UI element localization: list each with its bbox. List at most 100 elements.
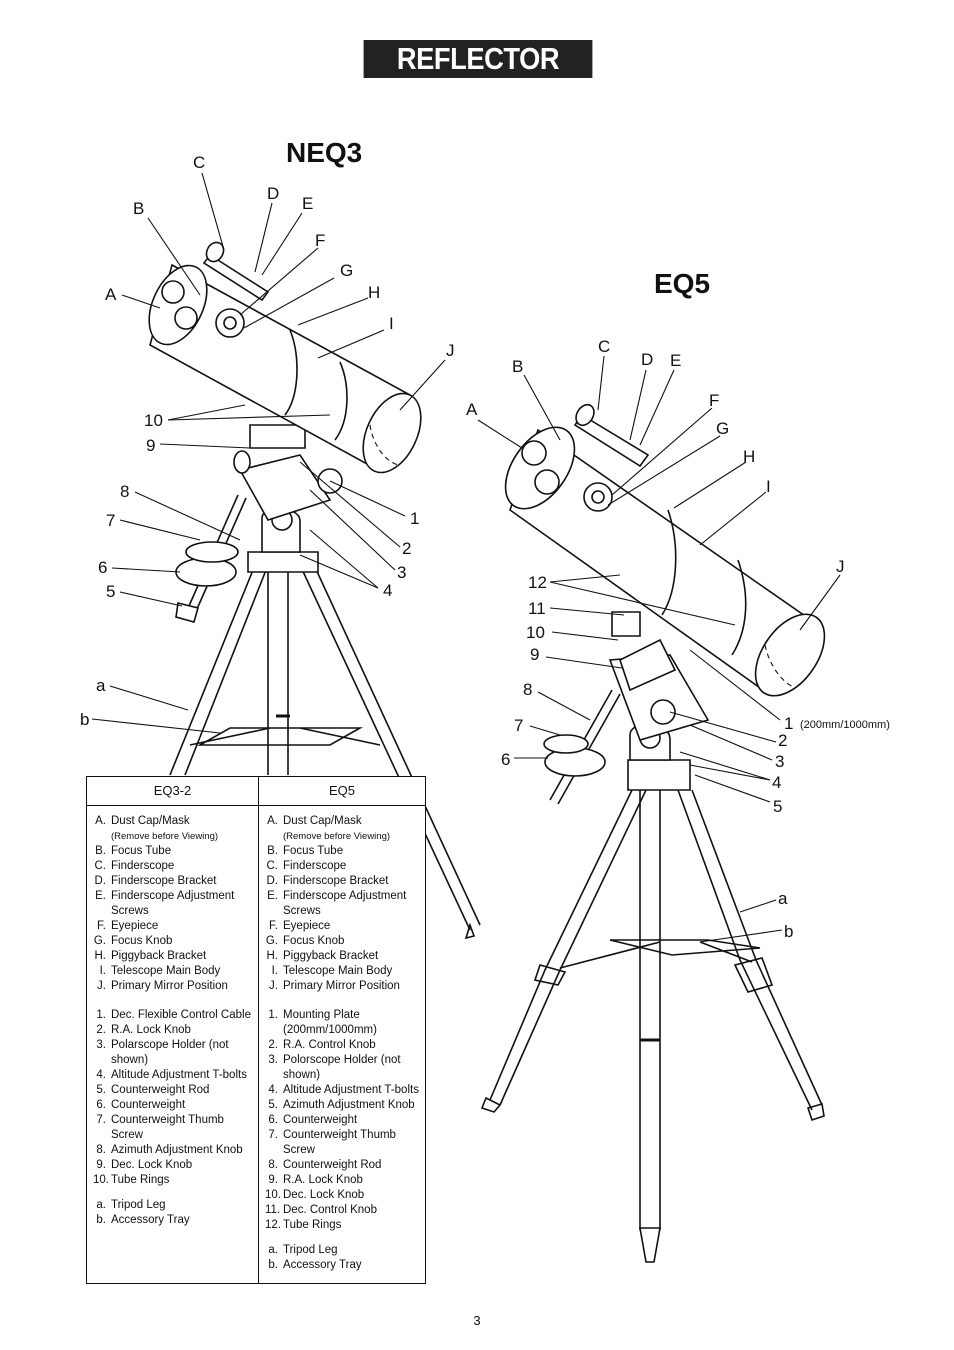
legend-item-label: Mounting Plate (200mm/1000mm) bbox=[283, 1009, 377, 1036]
legend-item: 5. Counterweight Rod bbox=[93, 1083, 254, 1098]
legend-item: 9.Dec. Lock Knob bbox=[93, 1158, 254, 1173]
legend-item-text: Finderscope Adjustment Screws bbox=[111, 889, 254, 919]
legend-item: A.Dust Cap/Mask(Remove before Viewing) bbox=[265, 814, 421, 844]
legend-column-eq5: EQ5 A.Dust Cap/Mask(Remove before Viewin… bbox=[259, 777, 425, 1283]
legend-letters-eq3-2: A.Dust Cap/Mask(Remove before Viewing)B.… bbox=[87, 814, 258, 994]
legend-item-key: 5. bbox=[96, 1084, 106, 1096]
legend-item-key: 3. bbox=[96, 1039, 106, 1051]
legend-item-text: Piggyback Bracket bbox=[283, 949, 421, 964]
legend-item-label: Dec. Lock Knob bbox=[111, 1159, 193, 1171]
legend-item-label: Focus Tube bbox=[283, 845, 344, 857]
legend-item-key: 10. bbox=[93, 1174, 109, 1186]
neq3-callout-3: 3 bbox=[397, 563, 406, 582]
legend-item-key: I. bbox=[271, 965, 278, 977]
legend-item-key: b. bbox=[96, 1214, 106, 1226]
legend-item-key: A. bbox=[267, 815, 278, 827]
legend-item-label: Dust Cap/Mask bbox=[283, 815, 362, 827]
legend-item-key: 2. bbox=[268, 1039, 278, 1051]
legend-item-key: 5. bbox=[268, 1099, 278, 1111]
legend-header-eq5: EQ5 bbox=[259, 777, 425, 806]
eq5-telescope-drawing bbox=[480, 403, 826, 1263]
legend-item: 6.Counterweight bbox=[265, 1113, 421, 1128]
neq3-callout-6: 6 bbox=[98, 558, 107, 577]
eq5-callout-3: 3 bbox=[775, 752, 784, 771]
legend-item-key: 12. bbox=[265, 1219, 281, 1231]
legend-item: 3.Polorscope Holder (not shown) bbox=[265, 1053, 421, 1083]
legend-item: D. Finderscope Bracket bbox=[265, 874, 421, 889]
legend-item-key: H. bbox=[266, 950, 279, 962]
legend-item-text: Counterweight Thumb Screw bbox=[111, 1113, 254, 1143]
legend-item-key: B. bbox=[95, 845, 106, 857]
legend-item-text: Telescope Main Body bbox=[283, 964, 421, 979]
legend-item-label: Altitude Adjustment T-bolts bbox=[111, 1069, 247, 1081]
legend-item-text: Counterweight Thumb Screw bbox=[283, 1128, 421, 1158]
legend-item-label: Primary Mirror Position bbox=[283, 980, 400, 992]
legend-item: a. Tripod Leg bbox=[265, 1243, 421, 1258]
legend-item-label: Eyepiece bbox=[283, 920, 331, 932]
legend-item-text: Azimuth Adjustment Knob bbox=[111, 1143, 254, 1158]
legend-item-key: A. bbox=[95, 815, 106, 827]
legend-item: 1.Dec. Flexible Control Cable bbox=[93, 1008, 254, 1023]
eq5-callout-11: 11 bbox=[528, 599, 546, 618]
legend-item-label: Dec. Control Knob bbox=[283, 1204, 377, 1216]
legend-item-text: Counterweight bbox=[111, 1098, 254, 1113]
eq5-callout-1-note: (200mm/1000mm) bbox=[800, 719, 890, 731]
legend-item: b.Accessory Tray bbox=[93, 1213, 254, 1228]
legend-column-eq3-2: EQ3-2 A.Dust Cap/Mask(Remove before View… bbox=[87, 777, 259, 1283]
neq3-callout-5: 5 bbox=[106, 582, 115, 601]
legend-item-text: Counterweight bbox=[283, 1113, 421, 1128]
legend-item: F.Eyepiece bbox=[265, 919, 421, 934]
legend-item-label: Counterweight bbox=[111, 1099, 186, 1111]
legend-item-key: D. bbox=[94, 875, 107, 887]
legend-item-text: Finderscope Bracket bbox=[283, 874, 421, 889]
legend-item-label: Telescope Main Body bbox=[283, 965, 393, 977]
eq5-callout-F: F bbox=[709, 391, 719, 410]
legend-item-text: Tube Rings bbox=[111, 1173, 254, 1188]
legend-item-label: Focus Tube bbox=[111, 845, 172, 857]
legend-item: J.Primary Mirror Position bbox=[265, 979, 421, 994]
legend-item-key: G. bbox=[265, 935, 278, 947]
legend-item-label: Dust Cap/Mask bbox=[111, 815, 190, 827]
legend-item-key: E. bbox=[267, 890, 278, 902]
legend-item-text: Dec. Flexible Control Cable bbox=[111, 1008, 254, 1023]
legend-item-text: Tripod Leg bbox=[283, 1243, 421, 1258]
eq5-title: EQ5 bbox=[654, 268, 711, 299]
legend-item-key: 7. bbox=[96, 1114, 106, 1126]
neq3-callout-G: G bbox=[340, 261, 353, 280]
legend-item-key: a. bbox=[268, 1244, 278, 1256]
neq3-mount bbox=[175, 424, 343, 623]
eq5-callout-4: 4 bbox=[772, 773, 781, 792]
eq5-callout-6: 6 bbox=[501, 750, 510, 769]
neq3-callout-7: 7 bbox=[106, 511, 115, 530]
legend-item: C. Finderscope bbox=[93, 859, 254, 874]
legend-item-key: D. bbox=[266, 875, 279, 887]
eq5-callout-C: C bbox=[598, 337, 610, 356]
legend-item-text: Accessory Tray bbox=[283, 1258, 421, 1273]
legend-item-label: Finderscope Bracket bbox=[283, 875, 389, 887]
legend-item-key: 8. bbox=[96, 1144, 106, 1156]
legend-numbers-eq5: 1.Mounting Plate (200mm/1000mm)2.R.A. Co… bbox=[259, 1008, 425, 1233]
neq3-callout-8: 8 bbox=[120, 482, 129, 501]
legend-item: H. Piggyback Bracket bbox=[265, 949, 421, 964]
eq5-callout-labels: A B C D E F G H I J 1 (200mm/1000mm) 2 3… bbox=[466, 337, 890, 941]
legend-item-text: Finderscope bbox=[111, 859, 254, 874]
legend-item-label: Tripod Leg bbox=[283, 1244, 338, 1256]
legend-item-label: Tripod Leg bbox=[111, 1199, 166, 1211]
legend-item-text: Counterweight Rod bbox=[111, 1083, 254, 1098]
legend-item: G.Focus Knob bbox=[265, 934, 421, 949]
legend-item: 5.Azimuth Adjustment Knob bbox=[265, 1098, 421, 1113]
legend-item-label: Counterweight bbox=[283, 1114, 358, 1126]
legend-item-key: C. bbox=[94, 860, 107, 872]
legend-item: 2.R.A. Lock Knob bbox=[93, 1023, 254, 1038]
legend-item-text: Polarscope Holder (not shown) bbox=[111, 1038, 254, 1068]
legend-item: 10.Dec. Lock Knob bbox=[265, 1188, 421, 1203]
legend-item-label: Tube Rings bbox=[111, 1174, 170, 1186]
legend-item-key: 10. bbox=[265, 1189, 281, 1201]
legend-item-key: b. bbox=[268, 1259, 278, 1271]
neq3-callout-1: 1 bbox=[410, 509, 419, 528]
legend-item-label: Finderscope bbox=[111, 860, 175, 872]
legend-item-text: R.A. Control Knob bbox=[283, 1038, 421, 1053]
